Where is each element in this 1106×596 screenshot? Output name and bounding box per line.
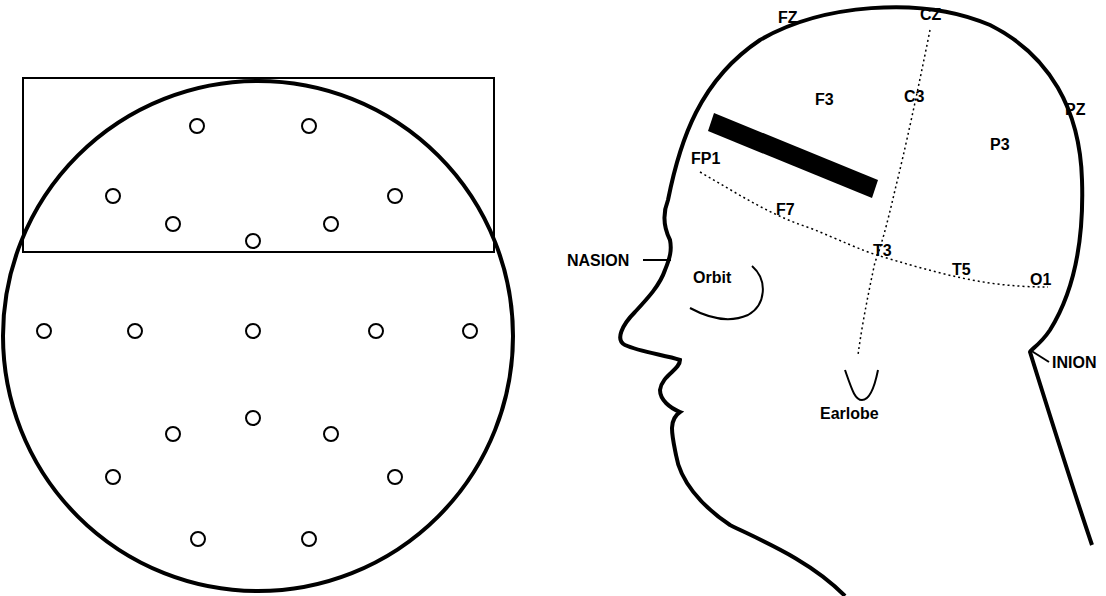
electrode bbox=[246, 324, 260, 338]
electrode bbox=[324, 427, 338, 441]
site-label: NASION bbox=[567, 251, 629, 271]
site-label: FP1 bbox=[691, 149, 720, 169]
electrode bbox=[191, 532, 205, 546]
leader-line bbox=[1030, 350, 1049, 362]
leader-line bbox=[643, 259, 671, 261]
site-label: Orbit bbox=[693, 268, 731, 288]
electrode bbox=[106, 189, 120, 203]
electrode bbox=[302, 532, 316, 546]
site-label: P3 bbox=[990, 135, 1010, 155]
electrode bbox=[37, 324, 51, 338]
site-label: Earlobe bbox=[820, 404, 879, 424]
electrode bbox=[246, 411, 260, 425]
electrode bbox=[166, 427, 180, 441]
frontal-region-box bbox=[23, 78, 494, 252]
site-label: FZ bbox=[778, 8, 798, 28]
electrode bbox=[128, 324, 142, 338]
site-label: C3 bbox=[904, 87, 924, 107]
electrode bbox=[190, 119, 204, 133]
electrode bbox=[388, 189, 402, 203]
electrode-strip bbox=[708, 113, 878, 198]
electrode bbox=[166, 217, 180, 231]
orbit-outline bbox=[690, 266, 763, 319]
head-top-view bbox=[3, 81, 513, 591]
site-label: O1 bbox=[1030, 270, 1051, 290]
electrode-set bbox=[37, 119, 477, 546]
site-label: F3 bbox=[815, 90, 834, 110]
site-label: F7 bbox=[776, 200, 795, 220]
electrode bbox=[246, 234, 260, 248]
site-label: PZ bbox=[1065, 100, 1085, 120]
head-side-outline bbox=[620, 7, 1092, 596]
electrode bbox=[302, 119, 316, 133]
electrode bbox=[369, 324, 383, 338]
site-label: T3 bbox=[873, 241, 892, 261]
electrode bbox=[324, 217, 338, 231]
site-label: INION bbox=[1052, 353, 1096, 373]
site-label: T5 bbox=[952, 260, 971, 280]
earlobe-outline bbox=[845, 370, 878, 400]
site-label: CZ bbox=[920, 5, 941, 25]
electrode bbox=[463, 324, 477, 338]
electrode bbox=[106, 470, 120, 484]
electrode bbox=[388, 470, 402, 484]
